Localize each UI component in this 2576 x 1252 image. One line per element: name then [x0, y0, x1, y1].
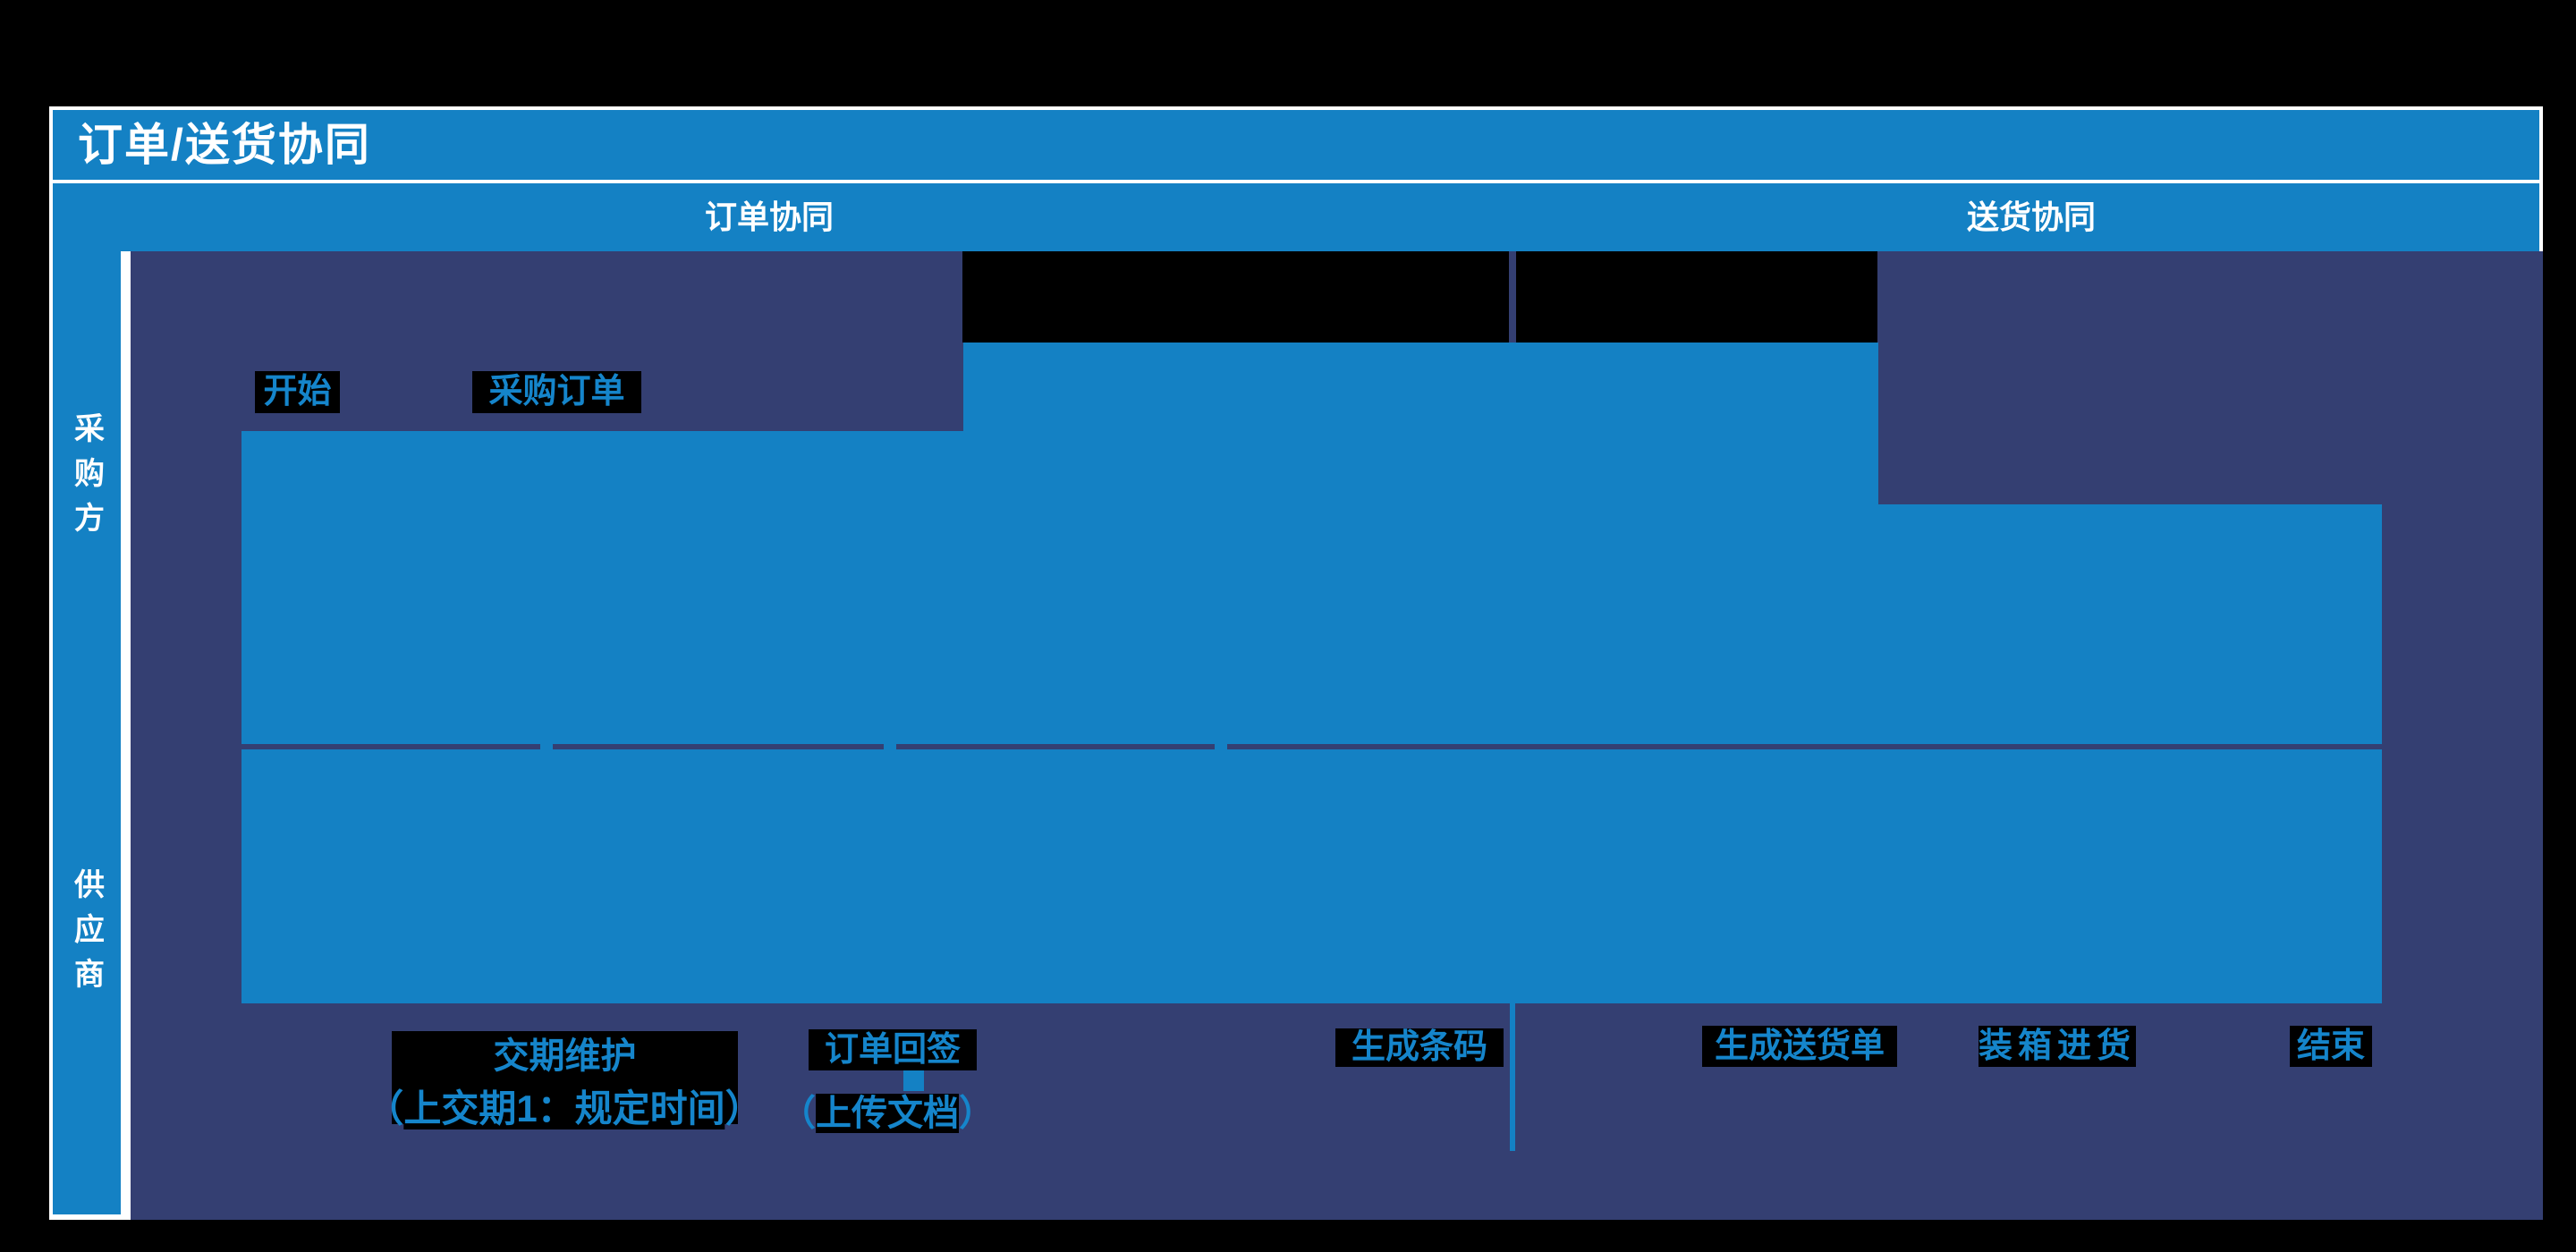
title-bar: 订单/送货协同	[49, 106, 2543, 183]
node-order-signback-note: （上传文档）	[780, 1084, 995, 1136]
note-paren-open: （	[780, 1094, 816, 1133]
lane-label-supplier: 供应商	[69, 868, 104, 1002]
page-title: 订单/送货协同	[78, 120, 371, 170]
node-generate-delivery-note: 生成送货单	[1702, 1026, 1897, 1067]
node-packing-inbound: 装箱进货	[1979, 1026, 2137, 1067]
top-black-panel-delivery	[1516, 251, 1877, 343]
note-paren-open: （	[366, 1087, 404, 1129]
note-paren-close: ）	[724, 1087, 763, 1129]
process-region-center	[963, 343, 1878, 1003]
node-order-signback: 订单回签	[809, 1029, 977, 1070]
lane-divider-gap	[1215, 744, 1227, 749]
note-paren-close: ）	[959, 1094, 995, 1133]
lane-divider-gap	[540, 744, 553, 749]
top-black-panel-order	[962, 251, 1509, 343]
note-inner-text: 上传文档	[816, 1094, 959, 1133]
node-purchase-order: 采购订单	[472, 371, 641, 413]
section-label-order: 订单协同	[704, 199, 834, 235]
section-label-delivery: 送货协同	[1966, 199, 2096, 235]
node-delivery-maintenance-label: 交期维护	[493, 1036, 637, 1076]
connector-stub	[903, 1067, 924, 1091]
lane-divider-gap	[884, 744, 896, 749]
lane-divider-line	[242, 744, 2382, 749]
note-inner-text: 上交期1：规定时间	[403, 1087, 725, 1129]
process-region-left	[242, 431, 963, 1003]
process-region-right	[1878, 504, 2382, 1003]
lane-label-buyer: 采购方	[69, 412, 104, 546]
section-divider-line	[1510, 1003, 1515, 1151]
node-end: 结束	[2290, 1026, 2372, 1067]
node-start: 开始	[255, 371, 340, 413]
lane-label-column: 采购方 供应商	[49, 251, 131, 1220]
node-delivery-maintenance-note: （上交期1：规定时间）	[366, 1079, 763, 1133]
node-generate-barcode: 生成条码	[1335, 1028, 1504, 1067]
